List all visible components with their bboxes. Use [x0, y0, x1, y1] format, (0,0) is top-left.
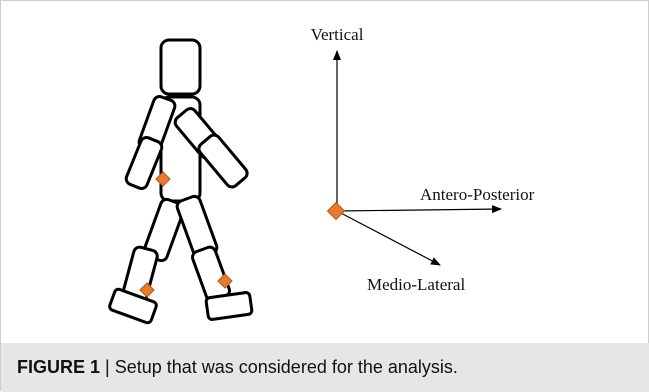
vertical-axis-label: Vertical	[311, 25, 364, 44]
back-foot	[108, 287, 158, 325]
front-ankle-joint-marker	[217, 273, 233, 289]
medio-lateral-axis-arrow	[336, 210, 441, 266]
medio-lateral-axis-label: Medio-Lateral	[367, 275, 465, 294]
caption-separator: |	[100, 357, 115, 377]
back-ankle-joint-marker	[139, 282, 155, 298]
caption-figure-label: FIGURE 1	[17, 357, 101, 377]
hip-joint-marker	[155, 171, 171, 187]
back-forearm	[124, 136, 164, 190]
antero-posterior-axis-label: Antero-Posterior	[420, 185, 535, 204]
figure-caption: FIGURE 1 | Setup that was considered for…	[1, 343, 649, 392]
caption-text: Setup that was considered for the analys…	[114, 357, 458, 377]
antero-posterior-axis-arrow	[336, 205, 502, 214]
head	[159, 38, 202, 96]
walking-figure	[108, 38, 254, 325]
coordinate-axes	[333, 50, 502, 266]
joint-markers	[139, 171, 233, 298]
diagram-area: Vertical Antero-Posterior Medio-Lateral	[1, 1, 649, 343]
front-foot	[204, 291, 254, 321]
front-forearm	[197, 133, 249, 189]
origin-joint-marker	[326, 201, 346, 221]
walking-figure-diagram: Vertical Antero-Posterior Medio-Lateral	[108, 25, 535, 325]
